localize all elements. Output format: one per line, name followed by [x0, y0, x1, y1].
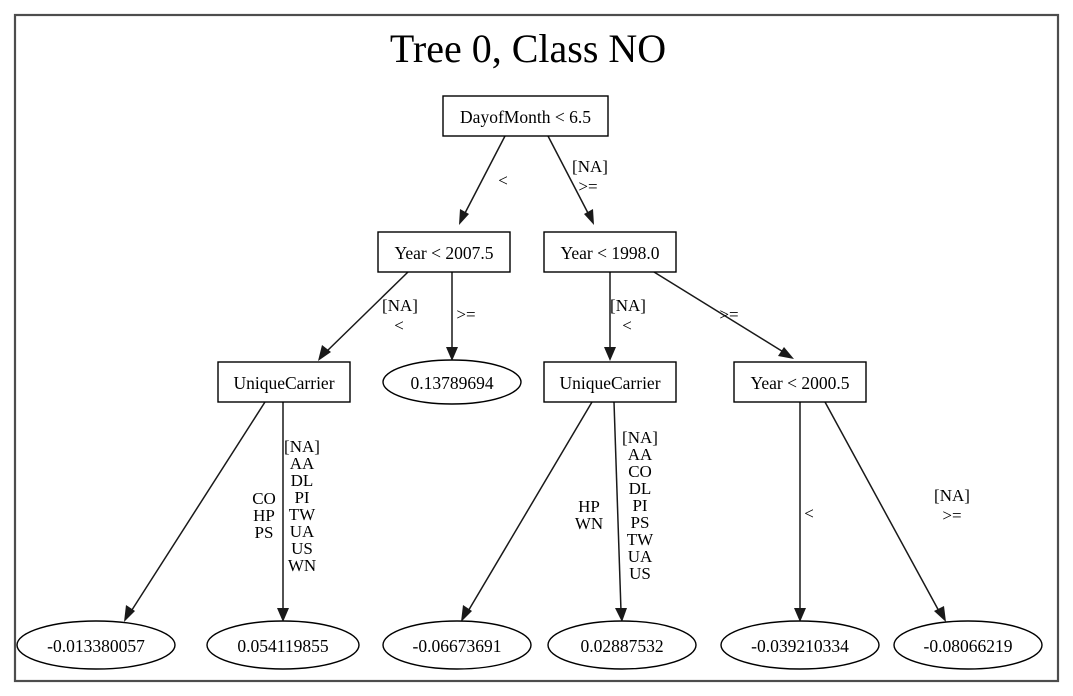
carrier-item: [NA] [622, 428, 658, 447]
node-unique-carrier-left[interactable]: UniqueCarrier [217, 361, 351, 403]
carrier-item: CO [628, 462, 652, 481]
edge-label-nrr-left-op: < [804, 504, 814, 523]
carrier-item: HP [253, 506, 275, 525]
carrier-item: AA [290, 454, 315, 473]
node-root-label: DayofMonth < 6.5 [460, 107, 591, 127]
edge-label-nll-right-list: [NA] AA DL PI TW UA US WN [284, 437, 320, 575]
node-unique-carrier-right-label: UniqueCarrier [559, 373, 660, 393]
node-leaf-4[interactable]: 0.02887532 [547, 620, 697, 670]
carrier-item: PI [632, 496, 647, 515]
node-leaf-6[interactable]: -0.08066219 [893, 620, 1043, 670]
carrier-item: WN [288, 556, 316, 575]
node-leaf-3-label: -0.06673691 [413, 636, 502, 656]
diagram-border [13, 13, 1060, 683]
edge-label-nrr-right-na: [NA] [934, 486, 970, 505]
node-leaf-5-label: -0.039210334 [751, 636, 849, 656]
edge-label-root-right-op: >= [578, 177, 597, 196]
edge-label-nr-right-op: >= [719, 305, 738, 324]
node-leaf-1-label: -0.013380057 [47, 636, 145, 656]
node-unique-carrier-right[interactable]: UniqueCarrier [543, 361, 677, 403]
carrier-item: TW [627, 530, 654, 549]
edge-nl-left [318, 271, 409, 361]
edge-label-nrl-left-list: HP WN [575, 497, 603, 533]
node-year-2007[interactable]: Year < 2007.5 [377, 231, 511, 273]
carrier-item: DL [291, 471, 314, 490]
node-leaf-1[interactable]: -0.013380057 [16, 620, 176, 670]
node-leaf-3[interactable]: -0.06673691 [382, 620, 532, 670]
node-year-2000-label: Year < 2000.5 [751, 373, 850, 393]
carrier-item: US [629, 564, 651, 583]
carrier-item: CO [252, 489, 276, 508]
node-year-2000[interactable]: Year < 2000.5 [733, 361, 867, 403]
edge-nll-right [277, 402, 289, 622]
edge-label-root-right-na: [NA] [572, 157, 608, 176]
edge-label-nl-right-op: >= [456, 305, 475, 324]
edge-nr-right [653, 271, 794, 359]
edge-label-nr-left-op: < [622, 316, 632, 335]
edge-nrl-right [613, 401, 627, 622]
edge-label-root-left: < [498, 171, 508, 190]
carrier-item: DL [629, 479, 652, 498]
edge-label-nll-left-list: CO HP PS [252, 489, 276, 542]
carrier-item: WN [575, 514, 603, 533]
edge-nr-left [604, 272, 616, 361]
edge-label-nr-left-na: [NA] [610, 296, 646, 315]
carrier-item: PS [631, 513, 650, 532]
carrier-item: UA [628, 547, 653, 566]
edge-nrr-right [824, 401, 946, 622]
carrier-item: TW [289, 505, 316, 524]
edge-root-right [547, 135, 594, 225]
carrier-item: UA [290, 522, 315, 541]
edge-label-nl-left-na: [NA] [382, 296, 418, 315]
node-year-2007-label: Year < 2007.5 [395, 243, 494, 263]
node-leaf-2-label: 0.054119855 [237, 636, 328, 656]
edge-nrl-left [461, 401, 593, 622]
carrier-item: PI [294, 488, 309, 507]
node-unique-carrier-left-label: UniqueCarrier [233, 373, 334, 393]
edge-root-left [459, 135, 506, 225]
page-title: Tree 0, Class NO [390, 26, 666, 71]
node-leaf-2[interactable]: 0.054119855 [206, 620, 360, 670]
edge-nrr-left [794, 402, 806, 622]
edge-label-nrl-right-list: [NA] AA CO DL PI PS TW UA US [622, 428, 658, 583]
node-leaf-6-label: -0.08066219 [924, 636, 1013, 656]
edge-nl-right [446, 272, 458, 361]
node-year-1998[interactable]: Year < 1998.0 [543, 231, 677, 273]
edge-nll-left [124, 401, 266, 622]
edge-label-nl-left-op: < [394, 316, 404, 335]
node-leaf-013789694-label: 0.13789694 [410, 373, 493, 393]
carrier-item: US [291, 539, 313, 558]
carrier-item: [NA] [284, 437, 320, 456]
carrier-item: HP [578, 497, 600, 516]
node-year-1998-label: Year < 1998.0 [561, 243, 660, 263]
carrier-item: PS [255, 523, 274, 542]
carrier-item: AA [628, 445, 653, 464]
node-leaf-4-label: 0.02887532 [580, 636, 663, 656]
node-leaf-013789694[interactable]: 0.13789694 [382, 359, 522, 405]
node-leaf-5[interactable]: -0.039210334 [720, 620, 880, 670]
node-root[interactable]: DayofMonth < 6.5 [442, 95, 609, 137]
edge-label-nrr-right-op: >= [942, 506, 961, 525]
